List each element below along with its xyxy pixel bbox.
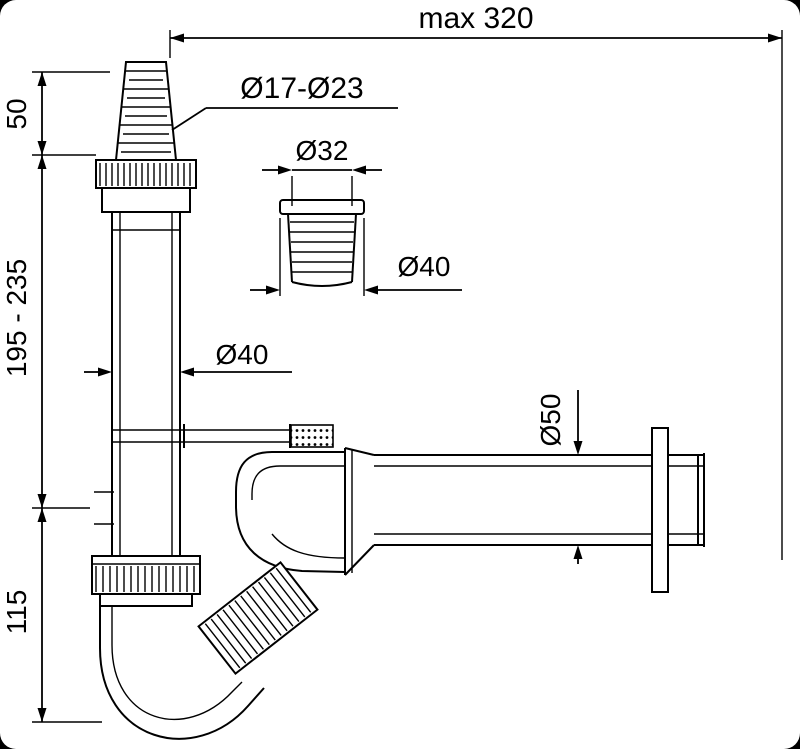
max-width-label: max 320 [418, 2, 533, 35]
outlet-pipe-diameter-label: Ø50 [535, 394, 566, 447]
dim-reducer-bottom: Ø40 [250, 218, 462, 296]
wall-mount-screw [112, 424, 334, 448]
riser-pipe [111, 212, 181, 556]
elbow-union-nut [197, 560, 319, 676]
reducer-top-diameter-label: Ø32 [296, 135, 349, 166]
label-inlet-range: Ø17-Ø23 [171, 72, 398, 131]
wall-flange [651, 427, 669, 593]
dim-outlet-diameter: Ø50 [535, 390, 583, 564]
trap-u-bend [99, 606, 265, 740]
inlet-height-label: 50 [1, 98, 32, 129]
dim-max-width: max 320 [169, 2, 783, 560]
adjustable-height-label: 195 - 235 [1, 259, 32, 377]
inlet-range-label: Ø17-Ø23 [240, 72, 363, 105]
trap-depth-label: 115 [1, 590, 32, 635]
corrugated-inlet-cone [114, 61, 178, 161]
dim-left-chain: 50 195 - 235 115 [1, 71, 114, 723]
dim-reducer-top: Ø32 [262, 135, 382, 206]
reducer-bottom-diameter-label: Ø40 [398, 251, 451, 282]
pipe-diameter-label: Ø40 [216, 339, 269, 370]
outlet-pipe [374, 453, 705, 547]
outlet-cone [344, 447, 375, 576]
reducer-fitting [279, 199, 365, 287]
trap-lower-nut [91, 555, 201, 607]
dim-pipe-diameter: Ø40 [84, 339, 292, 377]
inlet-union-nut [95, 159, 197, 213]
outlet-elbow [235, 451, 346, 573]
